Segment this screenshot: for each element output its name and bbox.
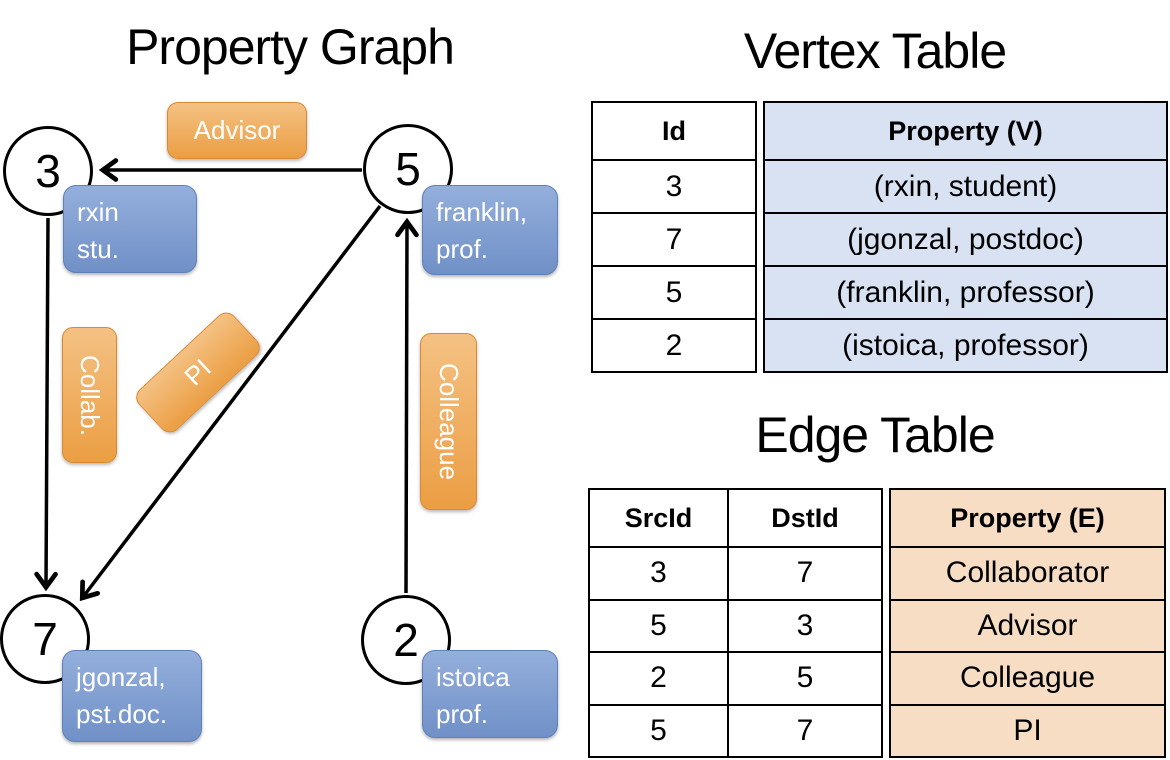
edge-table-dstid-cell: 7 xyxy=(727,546,881,599)
vertex-table-property-cell: (franklin, professor) xyxy=(765,265,1166,318)
vertex-property-line: istoica xyxy=(436,662,510,692)
vertex-table-property-header: Property (V) xyxy=(765,103,1166,159)
vertex-property-line: rxin xyxy=(77,197,119,227)
edge-table-property-cell: Advisor xyxy=(891,598,1164,651)
node-id: 5 xyxy=(395,143,421,195)
vertex-table-id-cell: 2 xyxy=(593,318,755,371)
edge-table-dstid-cell: 3 xyxy=(727,598,881,651)
edge-label-text: Collab. xyxy=(75,354,105,436)
edge-label-collab: Collab. xyxy=(62,327,117,463)
edge-table-id-columns: SrcId DstId 3 7 5 3 2 5 5 7 xyxy=(588,488,883,758)
edge-table-property-cell: Collaborator xyxy=(891,546,1164,599)
vertex-property-line: pst.doc. xyxy=(76,698,168,729)
edge-table-srcid-cell: 2 xyxy=(590,651,727,704)
vertex-table-id-cell: 5 xyxy=(593,265,755,318)
vertex-table-id-cell: 7 xyxy=(593,212,755,265)
vertex-property-line: jgonzal, xyxy=(76,662,166,692)
edge-table-srcid-cell: 5 xyxy=(590,703,727,757)
vertex-table-property-cell: (istoica, professor) xyxy=(765,318,1166,371)
graph-node-2: 2 xyxy=(361,595,451,685)
edge-table-dstid-header: DstId xyxy=(727,490,881,546)
vertex-table-id-column: Id 3 7 5 2 xyxy=(591,101,757,373)
edge-collaborator-3-to-7 xyxy=(34,217,58,592)
edge-table-dstid-cell: 5 xyxy=(727,651,881,704)
edge-label-colleague: Colleague xyxy=(420,333,477,510)
edge-table-title: Edge Table xyxy=(755,407,995,463)
node-id: 3 xyxy=(35,145,61,197)
edge-label-text: Colleague xyxy=(434,362,464,481)
edge-colleague-2-to-5 xyxy=(395,217,419,594)
vertex-table-property-cell: (jgonzal, postdoc) xyxy=(765,212,1166,265)
edge-table-srcid-header: SrcId xyxy=(624,502,693,533)
vertex-table-property-cell: (rxin, student) xyxy=(765,159,1166,212)
vertex-table-property-column: Property (V) (rxin, student) (jgonzal, p… xyxy=(763,101,1168,373)
edge-table-property-header: Property (E) xyxy=(891,490,1164,546)
property-graph-title: Property Graph xyxy=(126,19,455,75)
vertex-property-line: franklin, xyxy=(436,197,528,227)
vertex-table-title: Vertex Table xyxy=(743,23,1007,79)
edge-table-dstid-cell: 7 xyxy=(727,703,881,756)
vertex-property-line: prof. xyxy=(436,233,489,264)
node-id: 2 xyxy=(393,614,419,666)
edge-table-srcid-cell: 3 xyxy=(590,546,727,599)
vertex-property-line: stu. xyxy=(77,233,119,264)
edge-table-property-column: Property (E) Collaborator Advisor Collea… xyxy=(889,488,1166,758)
edge-pi-5-to-7 xyxy=(79,204,382,602)
vertex-table-id-cell: 3 xyxy=(593,159,755,212)
edge-table-property-cell: PI xyxy=(891,703,1164,756)
vertex-property-box-istoica: istoica prof. xyxy=(422,650,558,738)
vertex-property-box-franklin: franklin, prof. xyxy=(422,185,558,275)
graph-node-5: 5 xyxy=(363,124,453,214)
graph-edges xyxy=(34,158,419,602)
edge-table-property-cell: Colleague xyxy=(891,651,1164,704)
edge-label-text: PI xyxy=(178,352,217,392)
vertex-table-id-header: Id xyxy=(662,115,686,146)
edge-label-advisor: Advisor xyxy=(167,102,307,159)
node-id: 7 xyxy=(32,613,58,665)
vertex-property-box-jgonzal: jgonzal, pst.doc. xyxy=(62,650,202,742)
edge-label-text: Advisor xyxy=(193,115,281,145)
vertex-property-box-rxin: rxin stu. xyxy=(63,185,197,273)
edge-table-srcid-cell: 5 xyxy=(590,598,727,652)
vertex-property-line: prof. xyxy=(436,698,489,729)
